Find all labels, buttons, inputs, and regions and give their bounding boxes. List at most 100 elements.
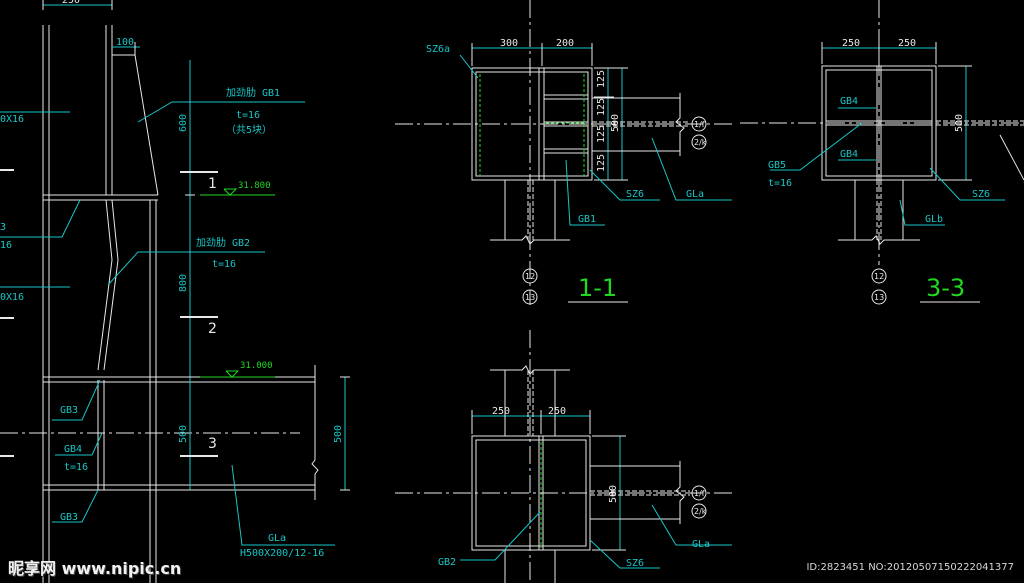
grid-bubble bbox=[871, 268, 887, 284]
leader-gb1 bbox=[137, 101, 305, 123]
leader-glb bbox=[899, 199, 945, 226]
dim-125: 125 bbox=[596, 154, 607, 172]
gb2-label: GB2 bbox=[438, 557, 456, 568]
break-mark bbox=[490, 365, 570, 375]
cut-label: 16 bbox=[0, 240, 12, 251]
labels-3-3: 250 250 GB4 GB4 500 GB5 t=16 SZ6 GLb 12 … bbox=[768, 38, 990, 302]
gb3-bottom: GB3 bbox=[60, 512, 78, 523]
leader-sz6 bbox=[929, 167, 1005, 201]
gla-label: GLa bbox=[686, 189, 704, 200]
sz6-label: SZ6 bbox=[972, 189, 990, 200]
grid-1f: 1/f bbox=[694, 120, 705, 129]
grid-1f: 1/f bbox=[694, 489, 705, 498]
sz6a-label: SZ6a bbox=[426, 44, 450, 55]
dim-top-250: 250 bbox=[62, 0, 80, 6]
grid-bubble bbox=[691, 134, 707, 150]
section-1-1 bbox=[395, 0, 735, 305]
dim-100: 100 bbox=[116, 37, 134, 48]
grid-bubble bbox=[522, 289, 538, 305]
section-title-3-3: 3-3 bbox=[926, 274, 965, 302]
grid-bubble bbox=[871, 289, 887, 305]
leader-gb2 bbox=[107, 251, 265, 286]
dim-125: 125 bbox=[596, 125, 607, 143]
grid-bubble bbox=[691, 485, 707, 501]
leader-gla bbox=[651, 137, 732, 201]
taper-flange bbox=[97, 199, 113, 371]
dim-300: 300 bbox=[500, 38, 518, 49]
leader-gb3-bot bbox=[52, 489, 99, 523]
leader-cut bbox=[0, 199, 81, 238]
dim-250: 250 bbox=[898, 38, 916, 49]
grid-bubble bbox=[691, 116, 707, 132]
gb4-label: GB4 bbox=[840, 149, 858, 160]
labels-2-2: 250 250 500 1/f 2/k GLa GB2 SZ6 bbox=[438, 406, 710, 569]
break-mark bbox=[675, 93, 685, 156]
gb2-title: 加劲肋 GB2 bbox=[196, 236, 250, 249]
gb3-top: GB3 bbox=[60, 405, 78, 416]
column-box bbox=[471, 435, 591, 551]
leader-gb3-top bbox=[52, 379, 101, 421]
gb1-title: 加劲肋 GB1 bbox=[226, 86, 280, 99]
leader-gb5 bbox=[770, 122, 863, 171]
break-mark bbox=[490, 235, 570, 245]
break-mark bbox=[838, 235, 920, 245]
cut-label: 3 bbox=[0, 222, 6, 233]
grid-2k: 2/k bbox=[694, 138, 707, 147]
grid-bubble bbox=[522, 268, 538, 284]
leader-gb2 bbox=[460, 511, 541, 561]
elev-triangle bbox=[223, 188, 238, 196]
dim-500-beam: 500 bbox=[333, 425, 344, 443]
dim-500: 500 bbox=[608, 485, 619, 503]
elevation-31000: 31.000 bbox=[240, 361, 273, 371]
section-2-2 bbox=[395, 330, 735, 583]
gb5-thickness: t=16 bbox=[768, 178, 792, 189]
cut-label: 0X16 bbox=[0, 114, 24, 125]
gb5-label: GB5 bbox=[768, 160, 786, 171]
grid-13: 13 bbox=[525, 293, 535, 302]
gb2-thickness: t=16 bbox=[212, 259, 236, 270]
section-mark-1: 1 bbox=[208, 176, 217, 192]
elevation-31800: 31.800 bbox=[238, 181, 271, 191]
grid-12: 12 bbox=[874, 272, 884, 281]
leader-gla bbox=[231, 464, 335, 546]
leader-gb1 bbox=[565, 159, 605, 226]
gb1-count: （共5块） bbox=[226, 124, 272, 136]
grid-12: 12 bbox=[525, 272, 535, 281]
dim-500: 500 bbox=[610, 114, 621, 132]
dim-250: 250 bbox=[492, 406, 510, 417]
leader-gb4 bbox=[55, 432, 103, 456]
leader-sz6a bbox=[459, 54, 479, 79]
sz6-label: SZ6 bbox=[626, 558, 644, 569]
dim-600: 600 bbox=[178, 114, 189, 132]
watermark-id: ID:2823451 NO:20120507150222041377 bbox=[806, 562, 1014, 573]
watermark-logo: 昵享网 www.nipic.cn bbox=[8, 559, 182, 578]
gla-label: GLa bbox=[692, 539, 710, 550]
left-elevation bbox=[0, 0, 350, 583]
beam-flange bbox=[999, 134, 1024, 181]
cut-label: 0X16 bbox=[0, 292, 24, 303]
dim-500: 500 bbox=[954, 114, 965, 132]
leader-gla bbox=[651, 504, 732, 546]
elev-triangle bbox=[225, 370, 240, 378]
section-mark-3: 3 bbox=[208, 436, 217, 452]
gla-label: GLa bbox=[268, 533, 286, 544]
gla-size: H500X200/12-16 bbox=[240, 548, 324, 559]
dim-125: 125 bbox=[596, 98, 607, 116]
dim-125: 125 bbox=[596, 70, 607, 88]
gb4-label: GB4 bbox=[840, 96, 858, 107]
gb1-label: GB1 bbox=[578, 214, 596, 225]
taper-flange bbox=[112, 54, 159, 196]
grid-bubble bbox=[691, 503, 707, 519]
labels-left: 250 100 加劲肋 GB1 t=16 （共5块） 600 1 31.800 … bbox=[0, 0, 344, 559]
gb1-thickness: t=16 bbox=[236, 110, 260, 121]
labels-1-1: SZ6a 300 200 125 125 125 125 500 1/f 2/k… bbox=[426, 38, 707, 302]
glb-label: GLb bbox=[925, 214, 943, 225]
break-mark bbox=[675, 461, 685, 524]
dim-250: 250 bbox=[548, 406, 566, 417]
dim-200: 200 bbox=[556, 38, 574, 49]
leader-sz6 bbox=[589, 169, 660, 201]
break-mark bbox=[311, 365, 319, 500]
gb4-label: GB4 bbox=[64, 444, 82, 455]
gb4-thickness: t=16 bbox=[64, 462, 88, 473]
